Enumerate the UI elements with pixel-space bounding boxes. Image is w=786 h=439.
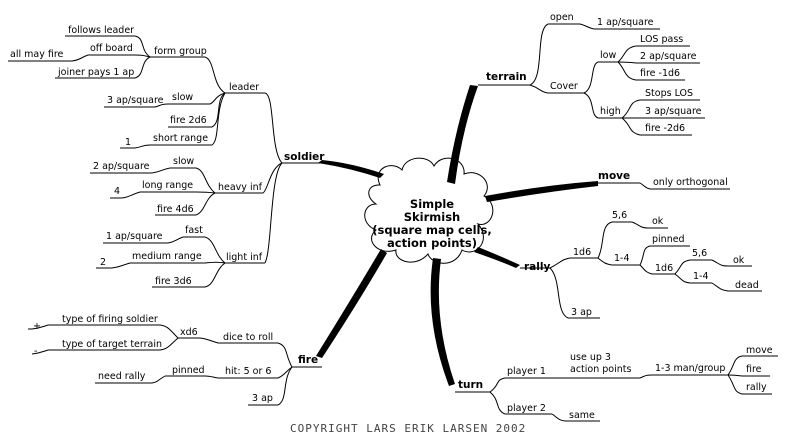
heavy-inf-label: heavy inf	[218, 182, 263, 193]
low-ap: 2 ap/square	[640, 51, 697, 62]
high-fire: fire -2d6	[645, 123, 685, 134]
low-fire: fire -1d6	[640, 68, 680, 79]
short-range-value: 1	[125, 137, 131, 148]
soldier-branch: soldier leader form group follows leader…	[8, 25, 325, 288]
joiner-pays: joiner pays 1 ap	[57, 67, 134, 78]
fire-label: fire	[298, 354, 318, 366]
long-range-value: 4	[114, 186, 120, 197]
rally-dead: dead	[735, 280, 759, 291]
hit-5-or-6: hit: 5 or 6	[225, 366, 271, 377]
light-fast: fast	[185, 225, 203, 236]
fire-ap: 3 ap	[252, 393, 273, 404]
rally-56b: 5,6	[692, 248, 707, 259]
rally-d6: 1d6	[573, 247, 591, 258]
terrain-open: open	[550, 12, 574, 23]
leader-slow: slow	[172, 92, 193, 103]
heavy-slow-value: 2 ap/square	[93, 161, 150, 172]
turn-branch: turn player 1 use up 3 action points 1-3…	[455, 345, 778, 422]
rally-label: rally	[524, 261, 550, 273]
center-line-4: action points)	[387, 236, 477, 250]
leader-slow-value: 3 ap/square	[107, 95, 164, 106]
form-group-label: form group	[154, 46, 207, 57]
firing-soldier: type of firing soldier	[62, 314, 158, 325]
move-value: only orthogonal	[653, 177, 728, 188]
follows-leader: follows leader	[68, 25, 134, 36]
terrain-open-value: 1 ap/square	[597, 17, 654, 28]
player-2: player 2	[507, 403, 546, 414]
dice-to-roll: dice to roll	[223, 332, 273, 343]
low-label: low	[600, 50, 616, 61]
main-connectors	[316, 85, 598, 386]
rally-pinned: pinned	[652, 234, 685, 245]
rally-56: 5,6	[612, 210, 627, 221]
rally-ok: ok	[652, 216, 664, 227]
target-terrain: type of target terrain	[62, 339, 162, 350]
fire-pinned: pinned	[172, 365, 205, 376]
rally-14b: 1-4	[693, 271, 709, 282]
rally-14: 1-4	[614, 253, 630, 264]
use-up-line-2: action points	[570, 364, 631, 375]
terrain-cover: Cover	[550, 81, 578, 92]
move-branch: move only orthogonal	[596, 170, 730, 190]
rally-ap: 3 ap	[571, 307, 592, 318]
man-group: 1-3 man/group	[655, 363, 725, 374]
fire-branch: fire dice to roll xd6 type of firing sol…	[28, 314, 322, 406]
all-may-fire: all may fire	[10, 49, 64, 60]
copyright: COPYRIGHT LARS ERIK LARSEN 2002	[290, 422, 526, 435]
turn-same: same	[569, 410, 595, 421]
turn-label: turn	[458, 379, 483, 391]
turn-rally: rally	[746, 382, 767, 393]
long-range: long range	[142, 180, 193, 191]
medium-range-value: 2	[100, 257, 106, 268]
short-range: short range	[153, 133, 208, 144]
light-fast-value: 1 ap/square	[106, 231, 163, 242]
rally-branch: rally 1d6 5,6 ok 1-4 pinned 1d6 5,6 ok 1…	[520, 210, 762, 319]
center-line-3: (square map cells,	[372, 223, 491, 237]
soldier-label: soldier	[284, 151, 325, 163]
terrain-label: terrain	[486, 71, 527, 83]
off-board: off board	[90, 43, 133, 54]
rally-ok2: ok	[733, 255, 745, 266]
fire-plus: +	[33, 321, 41, 332]
turn-fire: fire	[746, 364, 762, 375]
player-1: player 1	[507, 366, 546, 377]
medium-range: medium range	[132, 251, 202, 262]
heavy-fire: fire 4d6	[157, 204, 194, 215]
leader-label: leader	[229, 82, 259, 93]
high-ap: 3 ap/square	[645, 106, 702, 117]
turn-move: move	[746, 345, 773, 356]
high-label: high	[600, 106, 621, 117]
center-cloud	[364, 157, 494, 264]
use-up-line-1: use up 3	[570, 352, 611, 363]
fire-minus: -	[34, 346, 37, 357]
high-los: Stops LOS	[645, 88, 693, 99]
center-line-1: Simple	[410, 197, 454, 211]
light-fire: fire 3d6	[155, 276, 192, 287]
center-line-2: Skirmish	[404, 210, 461, 224]
heavy-slow: slow	[173, 156, 194, 167]
rally-d6b: 1d6	[655, 263, 673, 274]
need-rally: need rally	[98, 371, 146, 382]
move-label: move	[598, 170, 630, 182]
low-los: LOS pass	[640, 34, 683, 45]
light-inf-label: light inf	[226, 252, 263, 263]
leader-fire: fire 2d6	[170, 115, 207, 126]
xd6: xd6	[180, 327, 198, 338]
terrain-branch: terrain open 1 ap/square Cover low LOS p…	[478, 12, 705, 136]
